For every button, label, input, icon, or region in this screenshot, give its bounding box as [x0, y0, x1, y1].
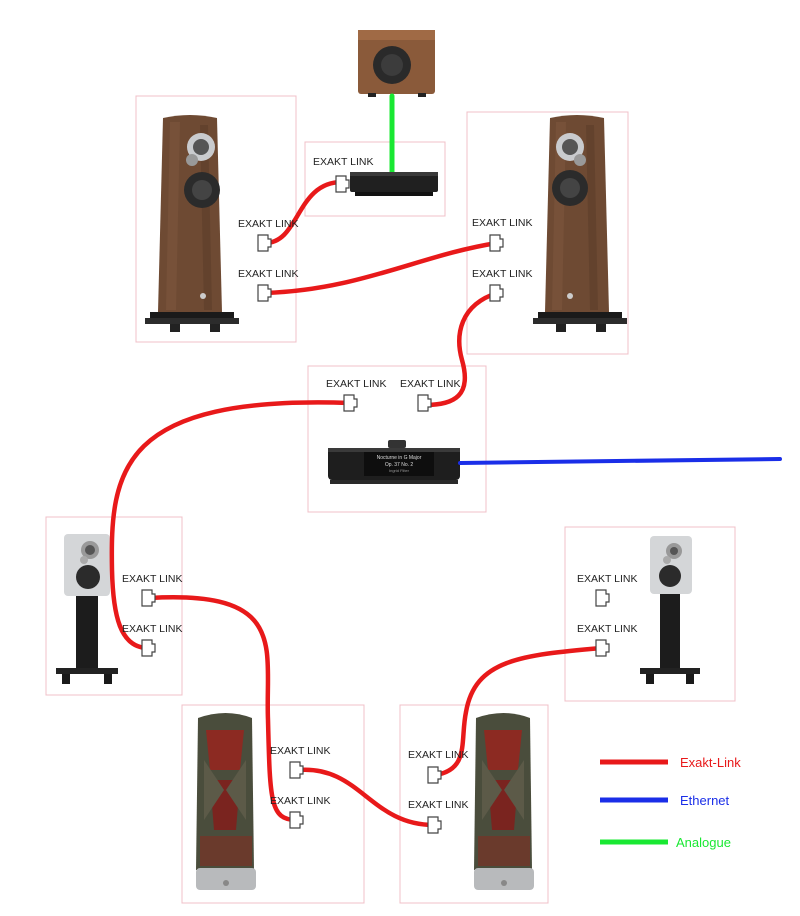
port-connector-left-bookshelf-2[interactable]: [141, 639, 156, 657]
cable-left-art-to-right-art: [295, 767, 437, 828]
port-connector-left-floor-2[interactable]: [257, 284, 272, 302]
left-bookshelf-speaker: [56, 534, 118, 684]
port-label-right-bookshelf-1: EXAKT LINK: [577, 573, 638, 585]
left-art-speaker: [196, 713, 256, 890]
port-label-right-floor-2: EXAKT LINK: [472, 268, 533, 280]
network-streamer: Nocturne in G Major Op. 37 No. 2 Ingrid …: [328, 440, 460, 484]
subwoofer: [358, 30, 435, 97]
port-label-right-bookshelf-2: EXAKT LINK: [577, 623, 638, 635]
port-label-left-floor-1: EXAKT LINK: [238, 218, 299, 230]
legend-label-analogue: Analogue: [676, 835, 731, 850]
cable-right-art-to-right-bookshelf: [432, 645, 605, 778]
port-connector-streamer-1[interactable]: [343, 394, 358, 412]
legend-label-ethernet: Ethernet: [680, 793, 730, 808]
streamer-box: [307, 365, 487, 513]
right-floorstander-box: [466, 111, 629, 355]
subwoofer-amp: [350, 172, 438, 196]
legend: Exakt-Link Ethernet Analogue: [600, 755, 741, 850]
right-bookshelf-box: [564, 526, 736, 702]
port-connector-streamer-2[interactable]: [417, 394, 432, 412]
right-art-speaker-box: [399, 704, 549, 904]
subwoofer-amp-box: [304, 141, 446, 217]
port-label-left-art-2: EXAKT LINK: [270, 795, 331, 807]
port-connector-left-bookshelf-1[interactable]: [141, 589, 156, 607]
port-label-left-art-1: EXAKT LINK: [270, 745, 331, 757]
port-connector-amp[interactable]: [335, 175, 350, 193]
cable-left-floorstander-to-amp: [262, 179, 345, 246]
streamer-screen-line2: Op. 37 No. 2: [385, 462, 414, 468]
streamer-screen-line3: Ingrid Fliter: [389, 468, 410, 473]
left-floorstanding-speaker: [145, 115, 239, 332]
port-connector-right-floor-1[interactable]: [489, 234, 504, 252]
port-label-streamer-2: EXAKT LINK: [400, 378, 461, 390]
port-label-right-floor-1: EXAKT LINK: [472, 217, 533, 229]
right-floorstanding-speaker: [533, 115, 627, 332]
right-art-speaker: [474, 713, 534, 890]
port-label-streamer-1: EXAKT LINK: [326, 378, 387, 390]
exakt-link-ports: EXAKT LINK EXAKT LINK EXAKT LINK EXAKT LINK…: [122, 156, 638, 834]
port-connector-right-floor-2[interactable]: [489, 284, 504, 302]
port-label-left-floor-2: EXAKT LINK: [238, 268, 299, 280]
port-connector-left-floor-1[interactable]: [257, 234, 272, 252]
port-connector-left-art-2[interactable]: [289, 811, 304, 829]
port-connector-right-bookshelf-1[interactable]: [595, 589, 610, 607]
left-art-speaker-box: [181, 704, 365, 904]
right-bookshelf-speaker: [640, 536, 700, 684]
ethernet-cable: [458, 457, 782, 465]
cable-left-to-right-floorstander: [262, 240, 500, 296]
cable-right-floorstander-to-streamer: [422, 290, 500, 408]
cable-left-bookshelf-to-left-art: [147, 595, 299, 823]
port-label-right-art-2: EXAKT LINK: [408, 799, 469, 811]
port-label-left-bookshelf-2: EXAKT LINK: [122, 623, 183, 635]
port-connector-right-art-2[interactable]: [427, 816, 442, 834]
port-label-amp: EXAKT LINK: [313, 156, 374, 168]
exakt-link-cables: [109, 179, 605, 828]
port-connector-left-art-1[interactable]: [289, 761, 304, 779]
port-connector-right-art-1[interactable]: [427, 766, 442, 784]
port-label-left-bookshelf-1: EXAKT LINK: [122, 573, 183, 585]
cable-streamer-to-left-bookshelf: [109, 400, 353, 651]
port-connector-right-bookshelf-2[interactable]: [595, 639, 610, 657]
legend-label-exakt: Exakt-Link: [680, 755, 741, 770]
port-label-right-art-1: EXAKT LINK: [408, 749, 469, 761]
streamer-screen-line1: Nocturne in G Major: [377, 455, 422, 461]
